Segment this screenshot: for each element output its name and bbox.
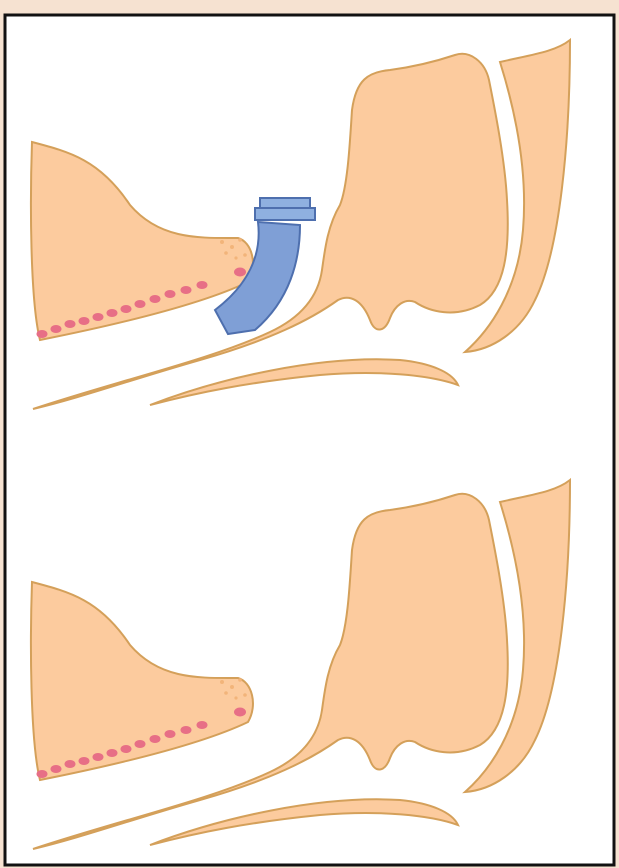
device-connector: [255, 208, 315, 220]
device-cap: [260, 198, 310, 208]
